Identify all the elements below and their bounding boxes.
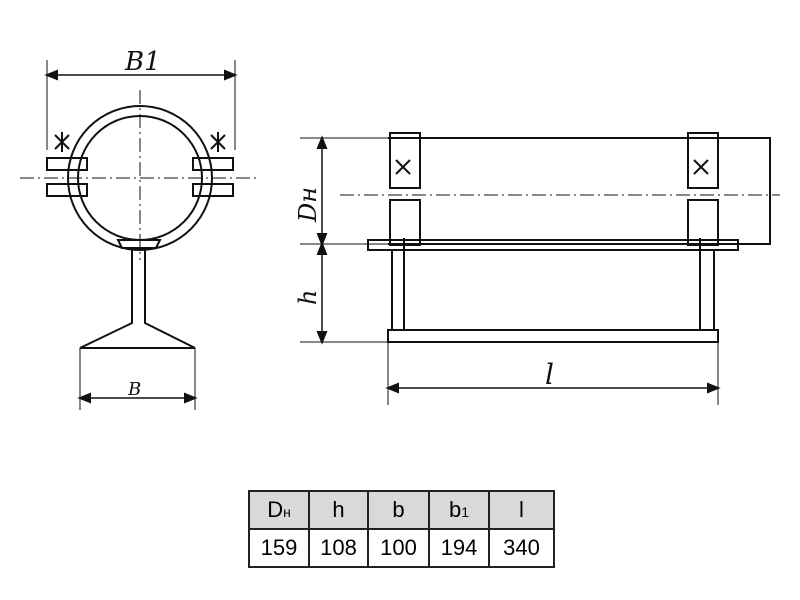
side-view — [300, 132, 780, 405]
dimensions-table: Dн h b b1 l 159 108 100 194 340 — [248, 490, 555, 568]
header-h: h — [308, 490, 369, 530]
front-view — [20, 60, 260, 410]
value-l: 340 — [488, 528, 555, 568]
table-header-row: Dн h b b1 l — [248, 490, 555, 530]
header-b: b — [367, 490, 430, 530]
header-dn: Dн — [248, 490, 310, 530]
value-b: 100 — [367, 528, 430, 568]
pipe-support-drawing — [20, 60, 780, 410]
header-l: l — [488, 490, 555, 530]
value-h: 108 — [308, 528, 369, 568]
value-b1: 194 — [428, 528, 490, 568]
header-b1: b1 — [428, 490, 490, 530]
value-dn: 159 — [248, 528, 310, 568]
table-row: 159 108 100 194 340 — [248, 528, 555, 568]
